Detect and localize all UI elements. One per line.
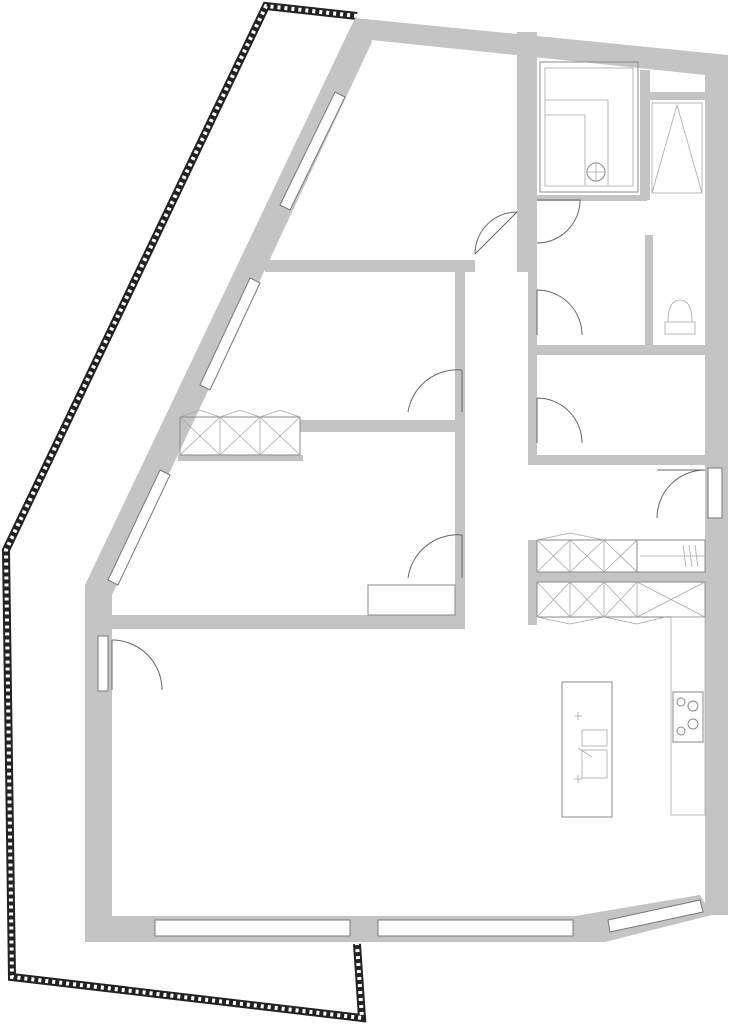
bathtub	[539, 61, 639, 193]
interior-walls	[112, 32, 708, 629]
kitchen-cabinets	[536, 532, 706, 625]
windows	[97, 91, 723, 937]
closets	[178, 409, 303, 461]
doors	[111, 199, 706, 691]
kitchen-counter	[670, 616, 706, 816]
exterior-walls	[85, 18, 728, 942]
shower	[651, 102, 703, 194]
toilet	[664, 299, 696, 335]
kitchen-island	[561, 681, 613, 818]
desk	[367, 584, 456, 616]
balcony-outline	[1, 1, 367, 1023]
